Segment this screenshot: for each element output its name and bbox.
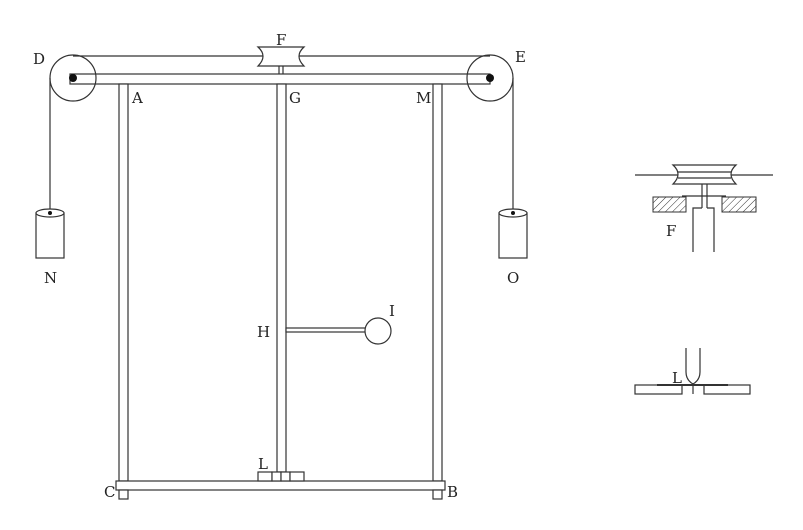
base-bar [115, 480, 446, 491]
detail-label-f: F [666, 222, 676, 240]
post-m [432, 83, 443, 482]
detail-f [635, 164, 773, 252]
pulley-d-axle [69, 74, 77, 82]
label-i: I [389, 302, 395, 320]
label-l: L [258, 455, 268, 473]
main-apparatus [35, 46, 528, 500]
label-d: D [33, 50, 45, 68]
label-g: G [289, 89, 301, 107]
foot-b [432, 489, 443, 500]
label-a: A [131, 89, 143, 107]
post-a [118, 83, 129, 482]
detail-l [634, 348, 751, 395]
label-o: O [507, 269, 519, 287]
label-e: E [515, 48, 526, 66]
weight-o [498, 208, 528, 259]
detail-label-l: L [672, 369, 682, 387]
pulley-e-axle [486, 74, 494, 82]
label-b: B [447, 483, 458, 501]
label-n: N [44, 269, 57, 287]
weight-n [35, 208, 65, 259]
arm-i [285, 327, 367, 333]
post-g [276, 83, 287, 473]
ball-i [364, 317, 392, 345]
bearing-l [257, 471, 305, 482]
foot-c [118, 489, 129, 500]
label-c: C [104, 483, 115, 501]
label-m: M [416, 89, 431, 107]
label-h: H [257, 323, 270, 341]
label-f: F [276, 31, 286, 49]
spool-f [256, 46, 306, 67]
top-bar [69, 73, 491, 85]
